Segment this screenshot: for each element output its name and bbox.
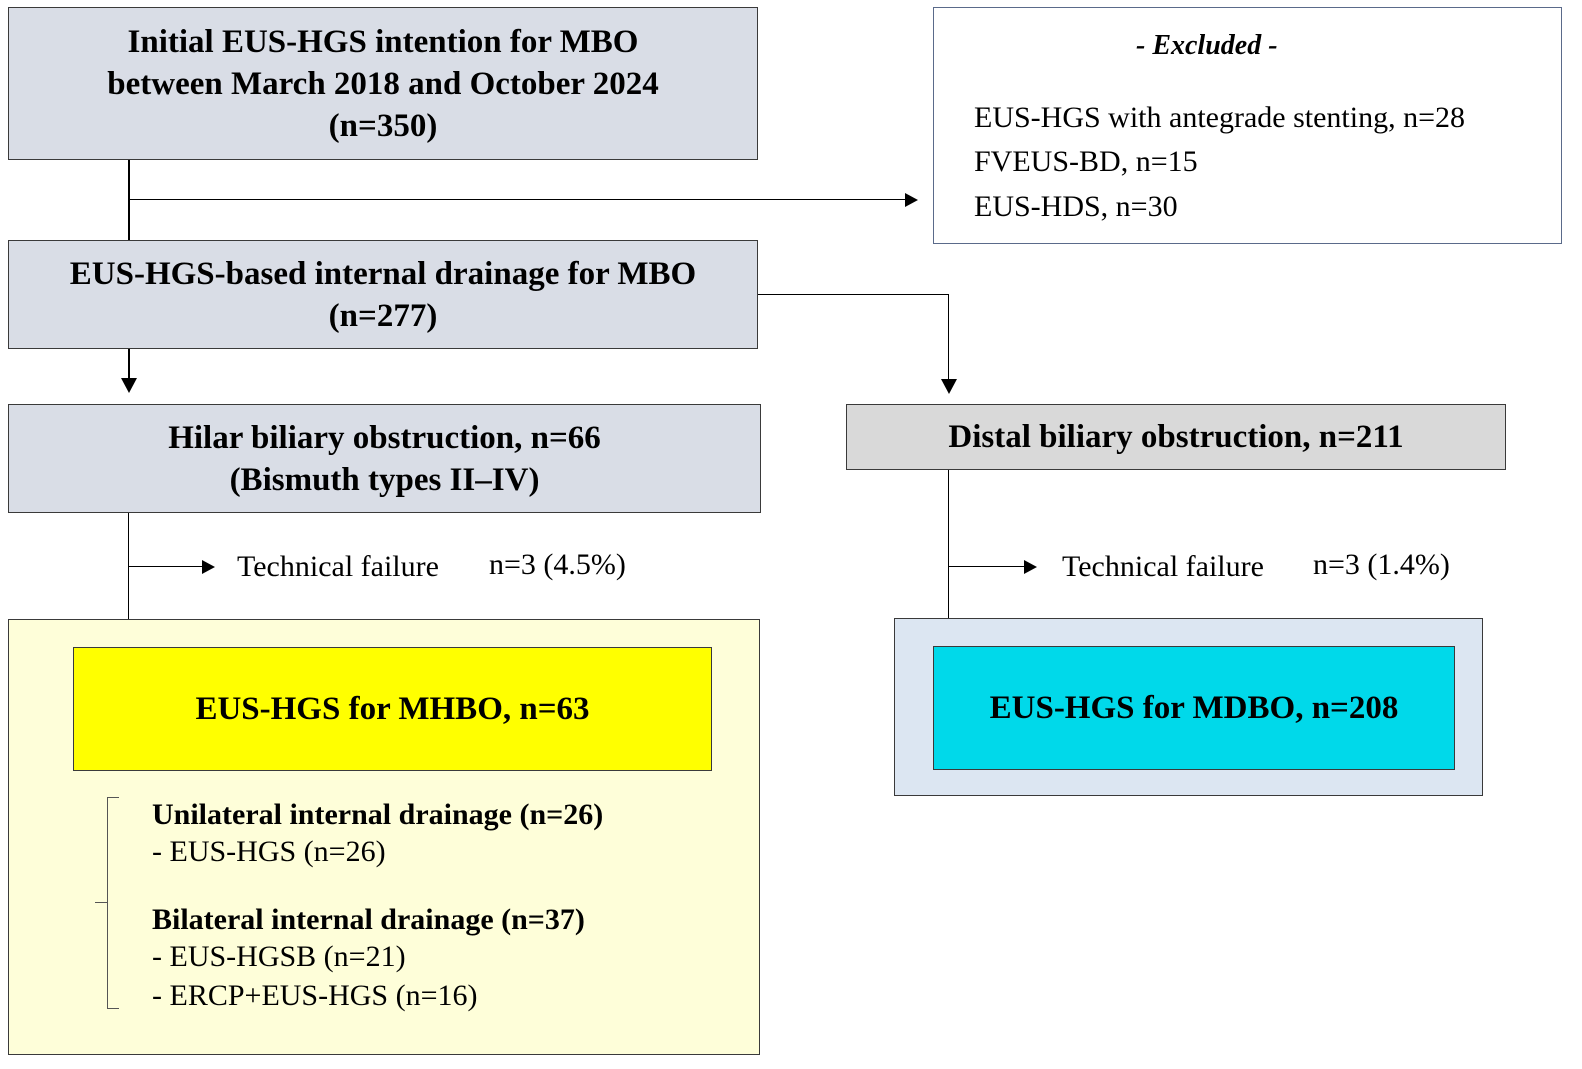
arrow-to-hilar	[121, 378, 137, 393]
connector-internal-to-hilar	[128, 349, 130, 381]
connector-hilar-failure	[129, 566, 204, 567]
connector-internal-right	[757, 294, 949, 295]
hilar-line2: (Bismuth types II–IV)	[229, 461, 540, 498]
excluded-title: - Excluded -	[1136, 30, 1278, 61]
excluded-box: - Excluded - EUS-HGS with antegrade sten…	[933, 7, 1562, 244]
arrow-to-distal	[941, 379, 957, 394]
bracket-vertical	[107, 797, 108, 1009]
hilar-failure-value: n=3 (4.5%)	[489, 548, 626, 581]
mhbo-result-box: EUS-HGS for MHBO, n=63	[73, 647, 712, 771]
connector-hilar-to-result	[128, 513, 129, 619]
initial-line2: between March 2018 and October 2024	[107, 65, 659, 102]
initial-line3: (n=350)	[328, 107, 438, 144]
hilar-failure-label: Technical failure	[237, 550, 439, 583]
connector-distal-to-result	[948, 470, 949, 618]
mdbo-container: EUS-HGS for MDBO, n=208	[894, 618, 1483, 796]
bilateral-item-ercp-eus-hgs: - ERCP+EUS-HGS (n=16)	[152, 979, 478, 1012]
bracket-middle	[95, 902, 107, 903]
distal-failure-value: n=3 (1.4%)	[1313, 548, 1450, 581]
distal-line1: Distal biliary obstruction, n=211	[948, 419, 1404, 455]
bilateral-title: Bilateral internal drainage (n=37)	[152, 903, 585, 936]
bilateral-item-eus-hgsb: - EUS-HGSB (n=21)	[152, 940, 406, 973]
connector-distal-failure	[949, 566, 1029, 567]
bracket-bottom	[107, 1008, 119, 1009]
excluded-item-fveus: FVEUS-BD, n=15	[974, 145, 1198, 178]
initial-box: Initial EUS-HGS intention for MBO betwee…	[8, 7, 758, 160]
connector-initial-to-internal	[128, 160, 130, 240]
excluded-item-antegrade: EUS-HGS with antegrade stenting, n=28	[974, 101, 1466, 134]
unilateral-item-eus-hgs: - EUS-HGS (n=26)	[152, 835, 386, 868]
mdbo-result-box: EUS-HGS for MDBO, n=208	[933, 646, 1455, 770]
mhbo-container: EUS-HGS for MHBO, n=63 Unilateral intern…	[8, 619, 760, 1055]
hilar-box: Hilar biliary obstruction, n=66 (Bismuth…	[8, 404, 761, 513]
mhbo-result-label: EUS-HGS for MHBO, n=63	[195, 691, 590, 727]
unilateral-title: Unilateral internal drainage (n=26)	[152, 798, 604, 831]
excluded-item-eus-hds: EUS-HDS, n=30	[974, 190, 1178, 223]
arrow-hilar-failure	[202, 560, 215, 574]
hilar-line1: Hilar biliary obstruction, n=66	[168, 419, 601, 456]
mdbo-result-label: EUS-HGS for MDBO, n=208	[989, 690, 1399, 726]
distal-failure-label: Technical failure	[1062, 550, 1264, 583]
internal-line2: (n=277)	[328, 297, 438, 334]
internal-line1: EUS-HGS-based internal drainage for MBO	[69, 255, 697, 292]
arrow-distal-failure	[1024, 560, 1037, 574]
bracket-top	[107, 797, 119, 798]
arrow-to-excluded	[905, 193, 918, 207]
distal-box: Distal biliary obstruction, n=211	[846, 404, 1506, 470]
connector-internal-down-distal	[948, 294, 949, 380]
initial-line1: Initial EUS-HGS intention for MBO	[127, 23, 639, 60]
internal-drainage-box: EUS-HGS-based internal drainage for MBO …	[8, 240, 758, 349]
connector-to-excluded	[129, 199, 907, 200]
